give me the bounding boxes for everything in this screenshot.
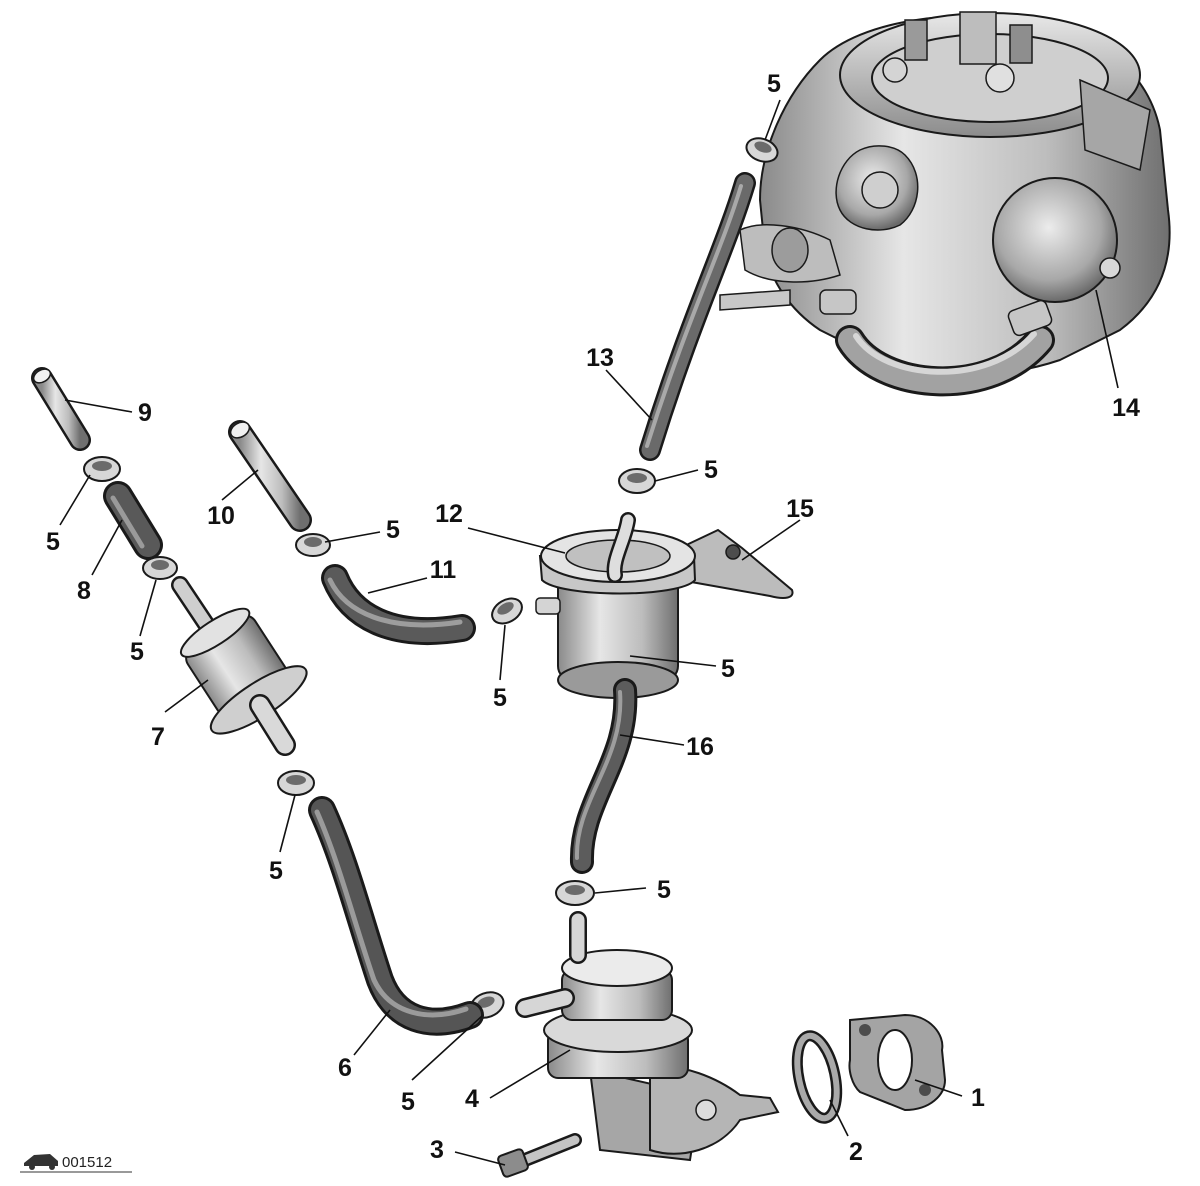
fuel-hose-13 xyxy=(639,172,756,461)
callout-5-pump-out: 5 xyxy=(657,876,671,904)
callout-5-hose11: 5 xyxy=(493,684,507,712)
callout-6: 6 xyxy=(338,1054,352,1082)
fuel-hose-6 xyxy=(308,796,484,1036)
callout-1: 1 xyxy=(971,1084,985,1112)
tube-9 xyxy=(31,367,91,451)
callout-14: 14 xyxy=(1112,394,1140,422)
callout-5-tube9: 5 xyxy=(46,528,60,556)
callout-9: 9 xyxy=(138,399,152,427)
callout-5-separator: 5 xyxy=(721,655,735,683)
callout-labels: 1 2 3 4 5 5 5 5 5 5 5 5 5 5 6 7 8 9 10 1… xyxy=(46,70,1140,1166)
callout-5-pump-in: 5 xyxy=(401,1088,415,1116)
callout-5-carb: 5 xyxy=(767,70,781,98)
gasket-ring-2 xyxy=(791,1030,843,1124)
fuel-hose-16 xyxy=(569,678,638,874)
callout-2: 2 xyxy=(849,1138,863,1166)
car-logo-icon xyxy=(24,1154,58,1170)
callout-16: 16 xyxy=(686,733,714,761)
callout-13: 13 xyxy=(586,344,614,372)
hose-sleeve-8 xyxy=(103,481,163,560)
insulating-spacer-1 xyxy=(848,1013,947,1112)
callout-4: 4 xyxy=(465,1085,479,1113)
callout-8: 8 xyxy=(77,577,91,605)
vapour-separator-12 xyxy=(535,512,794,699)
callout-11: 11 xyxy=(430,556,457,584)
pipe-10 xyxy=(228,420,312,532)
callout-3: 3 xyxy=(430,1136,444,1164)
bolt-3 xyxy=(497,1133,582,1178)
callout-15: 15 xyxy=(786,495,814,523)
fuel-pump-4 xyxy=(515,911,780,1162)
figure-code-text: 001512 xyxy=(62,1154,112,1171)
callout-7: 7 xyxy=(151,723,165,751)
callout-5-pipe10: 5 xyxy=(386,516,400,544)
callout-5-filter-out: 5 xyxy=(269,857,283,885)
leader-lines xyxy=(59,99,1119,1166)
callout-5-hose13: 5 xyxy=(704,456,718,484)
figure-code: 001512 xyxy=(20,1154,132,1173)
callout-5-filter-in: 5 xyxy=(130,638,144,666)
callout-12: 12 xyxy=(435,500,463,528)
carburettor xyxy=(719,11,1171,397)
callout-10: 10 xyxy=(207,502,235,530)
fuel-filter-7 xyxy=(171,576,308,756)
fuel-hose-11 xyxy=(321,564,476,645)
